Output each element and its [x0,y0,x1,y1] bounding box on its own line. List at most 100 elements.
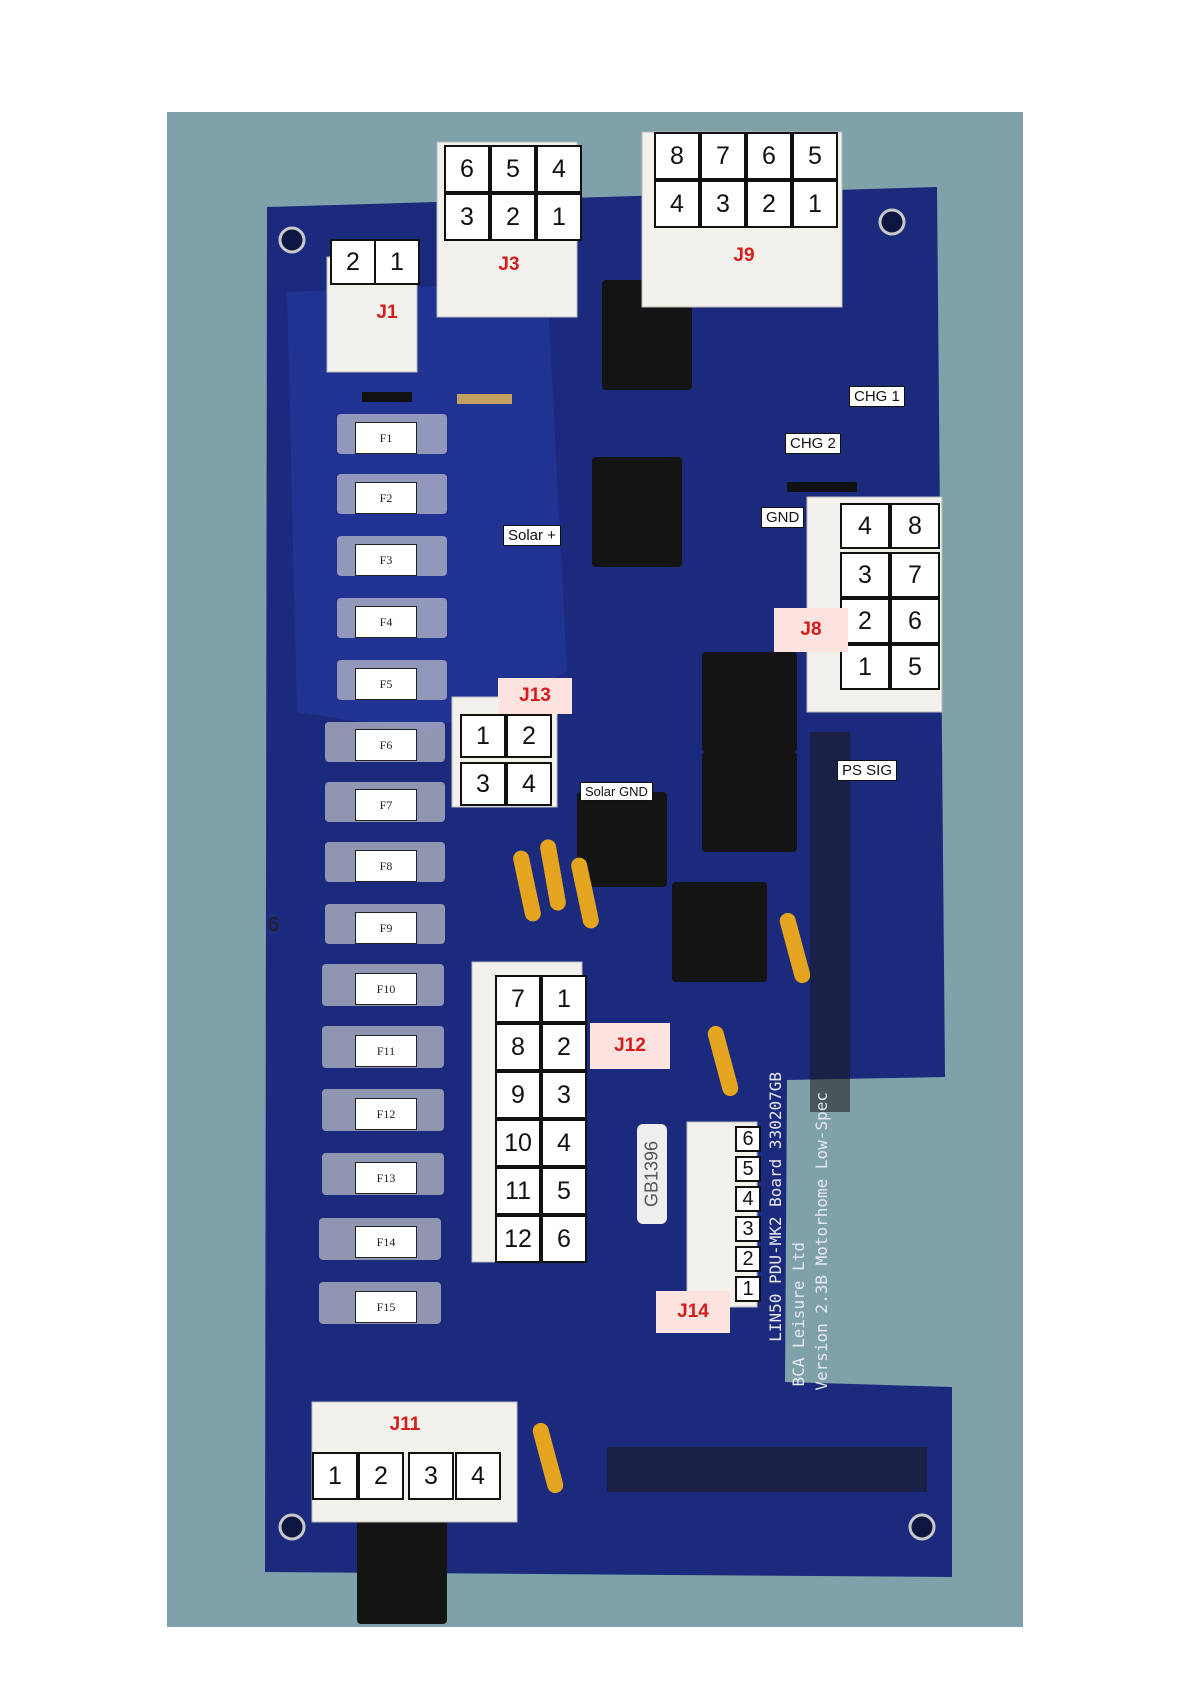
fuse-label: F10 [355,973,417,1005]
j12-pin: 1 [541,975,587,1023]
j12-pin: 2 [541,1023,587,1071]
j8-pin: 1 [840,644,890,690]
j12-pin: 11 [495,1167,541,1215]
mounting-hole [908,1513,936,1541]
j1-pin: 1 [374,239,420,285]
fuse-label: F1 [355,422,417,454]
j9-pin: 7 [700,132,746,180]
j8-pin: 2 [840,598,890,644]
j14-pin: 6 [735,1126,761,1152]
silkscreen-line1: LIN50 PDU-MK2 Board 330207GB [766,1072,785,1342]
gnd-tag: GND [761,507,805,528]
solar-gnd-tag: Solar GND [580,782,653,801]
gb-code-label: GB1396 [637,1124,667,1224]
chg2-tag: CHG 2 [785,433,841,454]
j14-pin: 5 [735,1156,761,1182]
fuse-label: F5 [355,668,417,700]
capacitor [707,1025,739,1097]
capacitor [571,857,599,929]
j8-pin: 8 [890,503,940,549]
j11-pin: 1 [312,1452,358,1500]
j12-pin: 7 [495,975,541,1023]
j14-pin: 3 [735,1216,761,1242]
fuse-label: F9 [355,912,417,944]
j9-pin: 4 [654,180,700,228]
fuse-label: F3 [355,544,417,576]
pcb-photo: 2 1 J1 6 5 4 3 2 1 J3 8 7 6 5 4 3 2 1 J9… [167,112,1023,1627]
pin-header [810,732,850,1112]
j8-pin: 4 [840,503,890,549]
j3-pin: 1 [536,193,582,241]
j3-pin: 6 [444,145,490,193]
j13-pin: 3 [460,762,506,806]
fuse-label: F4 [355,606,417,638]
j12-pin: 5 [541,1167,587,1215]
capacitor [532,1422,564,1494]
silkscreen-line2: BCA Leisure Ltd [789,1242,808,1387]
j12-pin: 8 [495,1023,541,1071]
j12-pin: 4 [541,1119,587,1167]
capacitor [540,839,566,911]
j12-pin: 9 [495,1071,541,1119]
j9-pin: 3 [700,180,746,228]
j11-pin: 2 [358,1452,404,1500]
j9-pin: 2 [746,180,792,228]
j14-label: J14 [656,1291,730,1333]
j8-label: J8 [774,608,848,652]
fuse-label: F11 [355,1035,417,1067]
j12-label: J12 [590,1023,670,1069]
j8-pin: 5 [890,644,940,690]
ps-sig-tag: PS SIG [837,760,898,781]
j13-pin: 2 [506,714,552,758]
capacitor [513,850,541,922]
j13-label: J13 [498,678,572,714]
j11-pin: 4 [455,1452,501,1500]
capacitor [779,912,811,984]
stray-digit: 6 [268,914,280,936]
j12-pin: 12 [495,1215,541,1263]
fuse-label: F13 [355,1162,417,1194]
j14-pin: 4 [735,1186,761,1212]
fuse-label: F12 [355,1098,417,1130]
fuse-label: F6 [355,729,417,761]
j3-pin: 3 [444,193,490,241]
pin-header [607,1447,927,1492]
silkscreen-line3: Version 2.3B Motorhome Low-Spec [812,1092,831,1391]
j3-pin: 5 [490,145,536,193]
j13-pin: 4 [506,762,552,806]
solar-plus-tag: Solar + [503,525,561,546]
j14-pin: 1 [735,1276,761,1302]
j8-pin: 3 [840,552,890,598]
j1-pin: 2 [330,239,376,285]
mounting-hole [278,226,306,254]
j11-label: J11 [389,1414,421,1435]
relay [702,652,797,752]
chg1-tag: CHG 1 [849,386,905,407]
mounting-hole [878,208,906,236]
resistor [457,394,512,404]
relay [577,792,667,887]
pcb-board-drawing [265,131,952,1624]
fuse-label: F7 [355,789,417,821]
j12-pin: 3 [541,1071,587,1119]
mounting-hole [278,1513,306,1541]
fuse-label: F14 [355,1226,417,1258]
fuse-label: F15 [355,1291,417,1323]
j8-pin: 6 [890,598,940,644]
j9-pin: 1 [792,180,838,228]
j11-pin: 3 [408,1452,454,1500]
j12-pin: 6 [541,1215,587,1263]
j3-pin: 4 [536,145,582,193]
relay [357,1504,447,1624]
j12-pin: 10 [495,1119,541,1167]
fuse-label: F8 [355,850,417,882]
j9-pin: 5 [792,132,838,180]
j9-pin: 8 [654,132,700,180]
diode [362,392,412,402]
j8-pin: 7 [890,552,940,598]
j3-label: J3 [498,254,520,275]
j1-label: J1 [376,302,398,323]
j9-pin: 6 [746,132,792,180]
j13-pin: 1 [460,714,506,758]
j9-label: J9 [733,245,755,266]
